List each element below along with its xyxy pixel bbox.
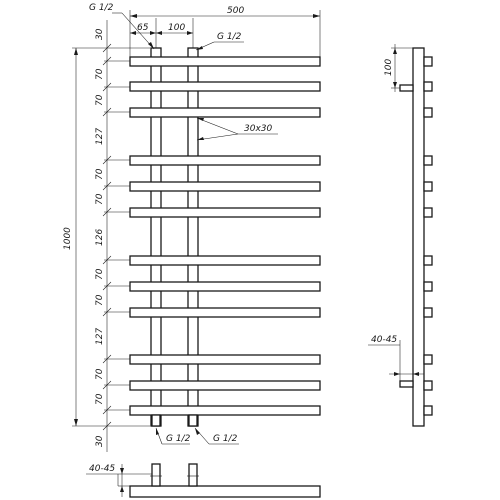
side-stub-4: [423, 155, 433, 166]
rail-bar-3: [129, 107, 321, 118]
rail-bar-4: [129, 155, 321, 166]
side-stub-10: [423, 354, 433, 365]
segment-label-9: 70: [95, 294, 105, 306]
pipe-offset-label: 65: [137, 23, 149, 33]
side-bracket-top: [399, 84, 414, 92]
side-stub-7: [423, 255, 433, 266]
profile-callout: 30x30: [196, 117, 278, 141]
wall-gap-bottom-label: 40-45: [89, 464, 115, 474]
segment-label-1: 30: [95, 28, 105, 40]
overall-width-label: 500: [227, 6, 244, 16]
top-dimensions: 500 65 100 G 1/2 G 1/2: [89, 3, 321, 57]
segment-label-11: 70: [95, 368, 105, 380]
bottom-view-bar: [129, 485, 321, 498]
rail-bar-10: [129, 354, 321, 365]
segment-label-7: 126: [95, 229, 105, 246]
side-stub-1: [423, 56, 433, 67]
profile-label: 30x30: [244, 124, 273, 134]
pipe-spacing-label: 100: [168, 23, 185, 33]
rail-bar-7: [129, 255, 321, 266]
side-upright: [412, 47, 425, 427]
rail-bar-12: [129, 405, 321, 416]
bottom-view-pipe-left: [151, 463, 161, 487]
rail-bar-9: [129, 307, 321, 318]
side-stub-12: [423, 405, 433, 416]
bottom-inlet-callouts: G 1/2 G 1/2: [155, 427, 239, 445]
right-riser: [187, 47, 199, 427]
segment-label-6: 70: [95, 193, 105, 205]
segment-label-13: 30: [95, 435, 105, 447]
side-view: 100 40-45: [368, 44, 433, 427]
left-dimensions: 1000 30 70 70 127 70: [63, 20, 150, 452]
rail-bar-5: [129, 181, 321, 192]
segment-label-12: 70: [95, 393, 105, 405]
inlet-top-right-label: G 1/2: [217, 32, 242, 42]
horizontal-bars: [129, 56, 321, 416]
bottom-view: 40-45: [86, 463, 321, 498]
front-view: [129, 47, 321, 427]
side-stub-9: [423, 307, 433, 318]
segment-label-4: 127: [95, 128, 105, 145]
rail-bar-6: [129, 207, 321, 218]
side-stub-8: [423, 281, 433, 292]
wall-gap-side-label: 40-45: [371, 335, 397, 345]
inlet-bottom-right-label: G 1/2: [213, 434, 238, 444]
segment-label-2: 70: [95, 68, 105, 80]
side-stub-5: [423, 181, 433, 192]
side-stub-2: [423, 81, 433, 92]
inlet-bottom-left-label: G 1/2: [166, 434, 191, 444]
segment-label-8: 70: [95, 268, 105, 280]
bottom-inlet-right: [188, 414, 198, 427]
rail-bar-11: [129, 380, 321, 391]
side-spacing-label: 100: [384, 59, 394, 76]
rail-bar-1: [129, 56, 321, 67]
overall-height-label: 1000: [63, 227, 73, 250]
segment-label-5: 70: [95, 168, 105, 180]
side-stub-6: [423, 207, 433, 218]
side-stub-3: [423, 107, 433, 118]
left-riser: [150, 47, 162, 427]
bottom-view-pipe-right: [188, 463, 198, 487]
inlet-top-left-label: G 1/2: [89, 3, 114, 13]
side-bracket-bottom: [399, 380, 414, 388]
side-stub-11: [423, 380, 433, 391]
bottom-inlet-left: [151, 414, 161, 427]
rail-bar-8: [129, 281, 321, 292]
rail-bar-2: [129, 81, 321, 92]
side-bar-stubs: [423, 56, 433, 416]
segment-label-3: 70: [95, 94, 105, 106]
segment-label-10: 127: [95, 328, 105, 345]
